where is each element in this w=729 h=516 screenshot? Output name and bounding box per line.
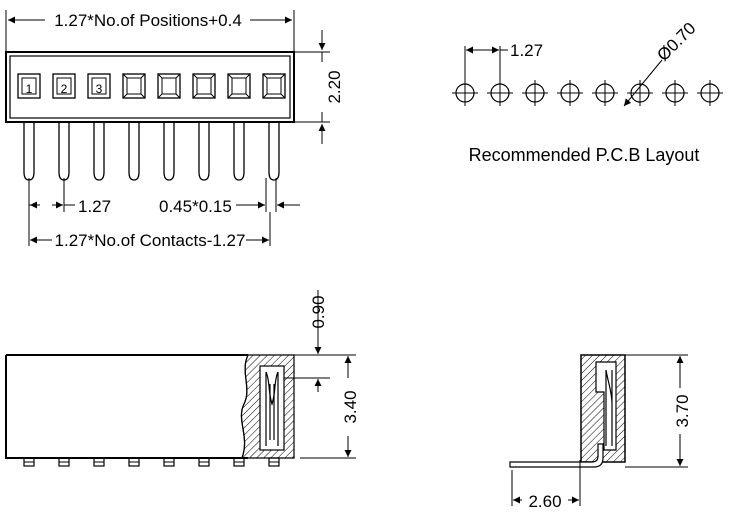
contact-window-inner xyxy=(161,77,177,95)
window-corner xyxy=(262,73,268,79)
contact-window xyxy=(87,73,111,99)
height-dimension: 2.20 xyxy=(294,30,344,144)
contact-window-inner xyxy=(21,77,37,95)
pcb-hole-label: Ø0.70 xyxy=(653,19,699,65)
contact-windows xyxy=(17,73,286,99)
window-corner xyxy=(157,73,163,79)
pcb-pitch-label: 1.27 xyxy=(510,41,543,60)
window-corner xyxy=(210,93,216,99)
contacts-span-label: 1.27*No.of Contacts-1.27 xyxy=(55,231,246,250)
pcb-layout: 1.27 Ø0.70 Recommended P.C.B Layout xyxy=(452,19,723,165)
contact-window-inner xyxy=(231,77,247,95)
window-corner xyxy=(210,73,216,79)
contact-window xyxy=(262,73,286,99)
pin xyxy=(93,122,105,181)
pin xyxy=(268,122,280,181)
contact-window xyxy=(52,73,76,99)
window-corner xyxy=(245,73,251,79)
contact-window xyxy=(227,73,251,99)
pin xyxy=(233,122,245,181)
window-corner xyxy=(192,73,198,79)
overall-width-dimension: 1.27*No.of Positions+0.4 xyxy=(5,10,295,52)
pitch-label: 1.27 xyxy=(78,197,111,216)
top-gap-label: 0.90 xyxy=(309,295,328,328)
window-corner xyxy=(122,93,128,99)
pcb-holes xyxy=(452,80,723,106)
pitch-dimension: 1.27 xyxy=(28,178,111,216)
pin-number-3: 3 xyxy=(96,82,103,96)
pin-number-1: 1 xyxy=(26,82,33,96)
window-corner xyxy=(175,73,181,79)
pin xyxy=(198,122,210,181)
contact-window-inner xyxy=(126,77,142,95)
pin xyxy=(58,122,70,181)
contact-window-inner xyxy=(196,77,212,95)
window-corner xyxy=(192,93,198,99)
pin-size-label: 0.45*0.15 xyxy=(159,197,232,216)
contacts-span-dimension: 1.27*No.of Contacts-1.27 xyxy=(28,212,271,250)
contact-window xyxy=(192,73,216,99)
pin-size-dimension: 0.45*0.15 xyxy=(159,178,300,216)
window-corner xyxy=(227,93,233,99)
contact-window-inner xyxy=(91,77,107,95)
window-corner xyxy=(175,93,181,99)
pins xyxy=(23,122,280,181)
contact-window xyxy=(122,73,146,99)
contact-window-inner xyxy=(266,77,282,95)
contact-window-inner xyxy=(56,77,72,95)
side-pins xyxy=(23,457,280,467)
overall-width-label: 1.27*No.of Positions+0.4 xyxy=(54,11,242,30)
window-corner xyxy=(157,93,163,99)
pin-number-2: 2 xyxy=(61,82,68,96)
side-view: 0.90 3.40 xyxy=(5,290,360,467)
pcb-layout-caption: Recommended P.C.B Layout xyxy=(469,145,700,165)
end-offset-label: 2.60 xyxy=(528,492,561,511)
pin xyxy=(128,122,140,181)
window-corner xyxy=(227,73,233,79)
window-corner xyxy=(140,73,146,79)
pin xyxy=(23,122,35,181)
window-corner xyxy=(140,93,146,99)
contact-window xyxy=(157,73,181,99)
front-view: 1.27*No.of Positions+0.4 1 2 3 2.20 xyxy=(5,10,344,250)
window-corner xyxy=(262,93,268,99)
end-view: 3.70 2.60 xyxy=(509,354,692,511)
housing-inner xyxy=(9,55,291,119)
pin xyxy=(163,122,175,181)
window-corner xyxy=(245,93,251,99)
end-height-label: 3.70 xyxy=(673,394,692,427)
window-corner xyxy=(280,93,286,99)
contact-window xyxy=(17,73,41,99)
housing-body xyxy=(5,51,295,123)
body-height-label: 3.40 xyxy=(341,390,360,423)
height-label: 2.20 xyxy=(325,70,344,103)
window-corner xyxy=(280,73,286,79)
window-corner xyxy=(122,73,128,79)
